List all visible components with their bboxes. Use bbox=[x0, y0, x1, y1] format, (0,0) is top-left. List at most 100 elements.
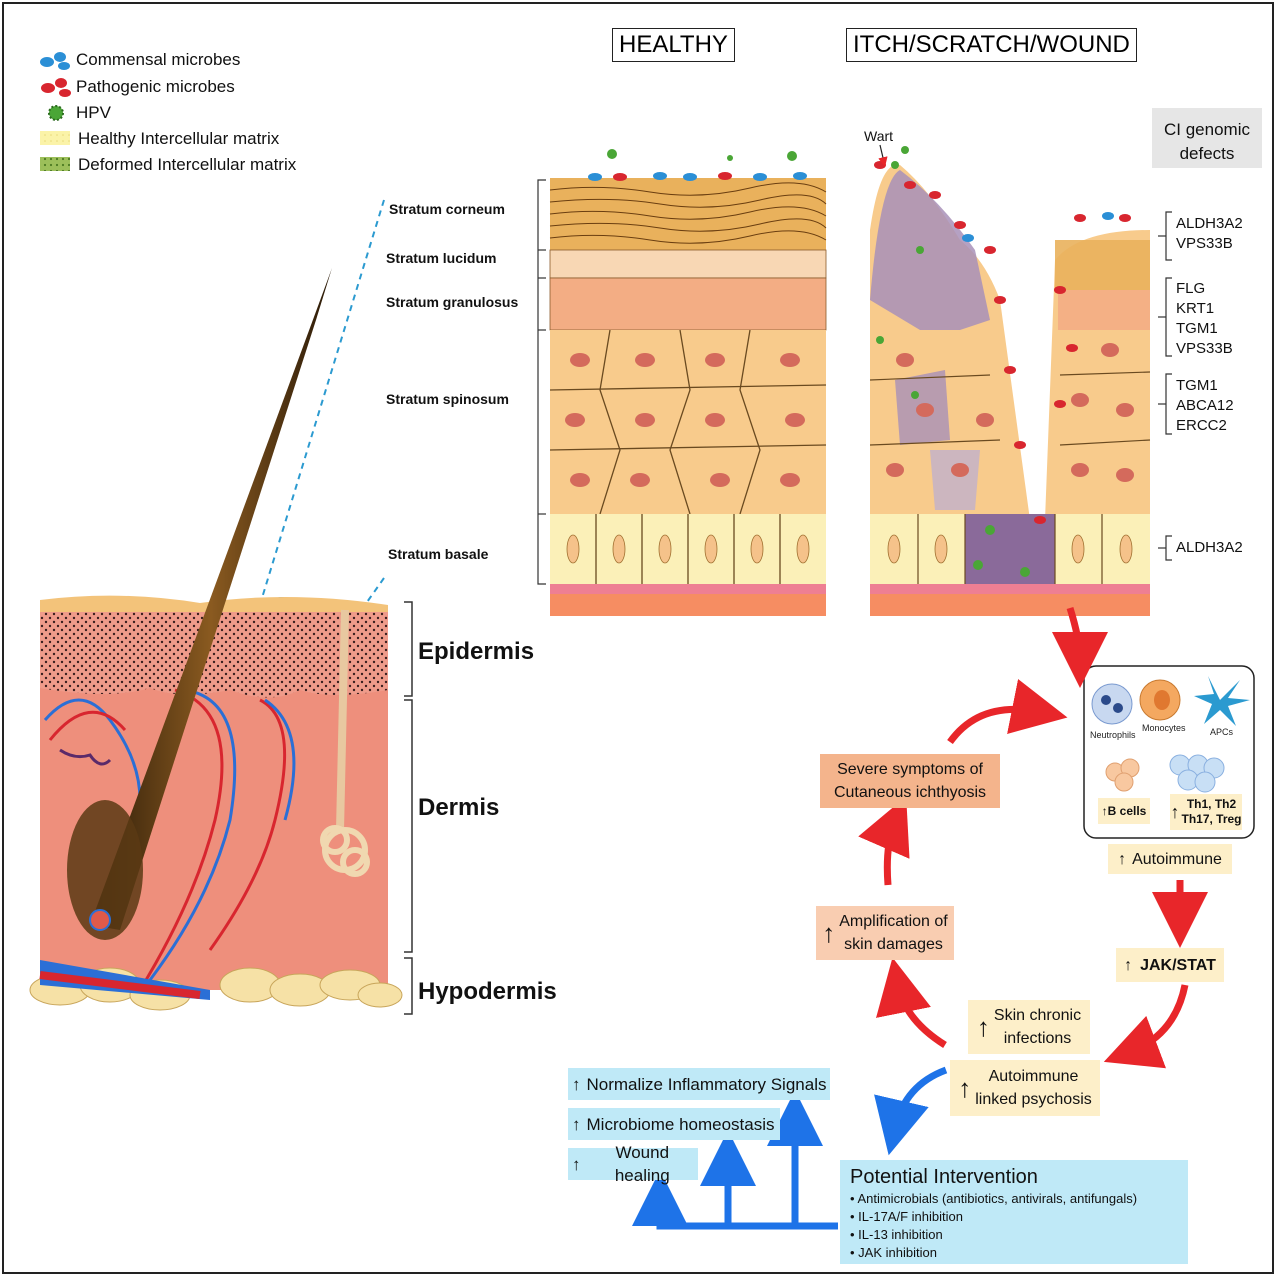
label-dermis: Dermis bbox=[418, 794, 500, 821]
immune-cells bbox=[1091, 676, 1250, 793]
label-neutrophils: Neutrophils bbox=[1090, 730, 1136, 740]
jak-stat-label: JAK/STAT bbox=[1140, 956, 1216, 974]
t-cells-line1: Th1, Th2 bbox=[1186, 797, 1237, 811]
gene-brackets bbox=[1158, 211, 1172, 561]
intervention-item-2: • IL-17A/F inhibition bbox=[850, 1209, 963, 1224]
ci-defects-box bbox=[1152, 108, 1262, 168]
hpv-icon bbox=[48, 105, 64, 121]
b-cells-label: B cells bbox=[1107, 803, 1147, 818]
chronic-infections-box: ↑Skin chronic infections bbox=[968, 1000, 1090, 1054]
t-cell-icon bbox=[1169, 754, 1225, 793]
gene-corneum-1: ALDH3A2 bbox=[1176, 215, 1243, 232]
b-cells-box: ↑B cells bbox=[1098, 798, 1150, 824]
layer-bracket bbox=[537, 179, 546, 585]
sweat-gland bbox=[320, 825, 370, 877]
autoimmune-label: Autoimmune bbox=[1132, 850, 1222, 868]
severe-symptoms-box: Severe symptoms of Cutaneous ichthyosis bbox=[820, 754, 1000, 808]
healthy-surface-microbes bbox=[588, 149, 807, 181]
amplification-box: ↑Amplification of skin damages bbox=[816, 906, 954, 960]
label-stratum-corneum: Stratum corneum bbox=[389, 201, 505, 217]
legend-commensal: Commensal microbes bbox=[76, 50, 241, 69]
gene-spinosum-2: ABCA12 bbox=[1176, 397, 1234, 414]
commensal-microbe-icon bbox=[40, 52, 70, 70]
itch-title: ITCH/SCRATCH/WOUND bbox=[846, 28, 1137, 62]
diseased-epidermis-panel bbox=[869, 144, 1151, 616]
intervention-item-1: • Antimicrobials (antibiotics, antiviral… bbox=[850, 1191, 1138, 1206]
intervention-item-4: • JAK inhibition bbox=[850, 1245, 937, 1260]
neutrophil-icon bbox=[1091, 683, 1133, 725]
label-stratum-basale: Stratum basale bbox=[388, 546, 489, 562]
deformed-matrix-swatch bbox=[40, 157, 70, 171]
red-cycle-arrows bbox=[858, 606, 1208, 1069]
skin-layer-brackets bbox=[404, 601, 413, 1015]
apc-icon bbox=[1194, 676, 1250, 726]
psychosis-box: ↑Autoimmune linked psychosis bbox=[950, 1060, 1100, 1116]
gene-corneum-2: VPS33B bbox=[1176, 235, 1233, 252]
legend-deformed-matrix: Deformed Intercellular matrix bbox=[78, 155, 297, 174]
skin-cross-section bbox=[29, 268, 403, 1011]
intervention-item-1-text: Antimicrobials (antibiotics, antivirals,… bbox=[857, 1191, 1138, 1206]
gene-granulosus-2: KRT1 bbox=[1176, 300, 1215, 317]
autoimmune-box: ↑ Autoimmune bbox=[1108, 844, 1232, 874]
legend-pathogenic: Pathogenic microbes bbox=[76, 77, 235, 96]
wound-healing-box: ↑ Wound healing bbox=[568, 1143, 698, 1185]
healthy-title: HEALTHY bbox=[612, 28, 735, 62]
label-stratum-spinosum: Stratum spinosum bbox=[386, 391, 509, 407]
chronic-infections-label: Skin chronic infections bbox=[993, 1007, 1082, 1047]
microbiome-box: ↑Microbiome homeostasis bbox=[568, 1108, 780, 1140]
up-arrow-icon: ↑ bbox=[572, 1114, 581, 1134]
ci-defects-label: CI genomic defects bbox=[1164, 120, 1250, 163]
legend-healthy-matrix: Healthy Intercellular matrix bbox=[78, 129, 280, 148]
label-apcs: APCs bbox=[1210, 727, 1234, 737]
gene-spinosum-3: ERCC2 bbox=[1176, 417, 1227, 434]
hair-shaft bbox=[90, 268, 332, 930]
label-stratum-granulosus: Stratum granulosus bbox=[386, 294, 519, 310]
intervention-item-3: • IL-13 inhibition bbox=[850, 1227, 943, 1242]
legend-icons bbox=[40, 52, 71, 171]
gene-granulosus-1: FLG bbox=[1176, 280, 1206, 297]
up-arrow-icon: ↑ bbox=[1101, 803, 1108, 818]
up-arrow-icon: ↑ bbox=[1118, 850, 1127, 868]
hair-follicle bbox=[67, 800, 143, 940]
up-arrow-icon: ↑ bbox=[572, 1074, 581, 1094]
blue-arrows bbox=[632, 1066, 948, 1230]
intervention-item-4-text: JAK inhibition bbox=[858, 1245, 937, 1260]
normalize-label: Normalize Inflammatory Signals bbox=[586, 1074, 827, 1094]
normalize-box: ↑Normalize Inflammatory Signals bbox=[568, 1068, 830, 1100]
gene-spinosum-1: TGM1 bbox=[1176, 377, 1218, 394]
legend-hpv: HPV bbox=[76, 103, 111, 122]
label-monocytes: Monocytes bbox=[1142, 723, 1186, 733]
healthy-matrix-swatch bbox=[40, 131, 70, 145]
up-arrow-icon: ↑ bbox=[1170, 801, 1180, 822]
intervention-box: Potential Intervention • Antimicrobials … bbox=[840, 1160, 1188, 1264]
b-cell-icon bbox=[1105, 758, 1140, 792]
jak-stat-box: ↑ JAK/STAT bbox=[1116, 948, 1224, 982]
wound-healing-label: Wound healing bbox=[614, 1143, 670, 1185]
diseased-microbes bbox=[874, 146, 1131, 577]
healthy-epidermis-panel bbox=[549, 149, 827, 616]
label-epidermis: Epidermis bbox=[418, 638, 535, 665]
intervention-item-2-text: IL-17A/F inhibition bbox=[858, 1209, 963, 1224]
up-arrow-icon: ↑ bbox=[822, 917, 836, 948]
label-stratum-lucidum: Stratum lucidum bbox=[386, 250, 497, 266]
t-cells-line2: Th17, Treg bbox=[1181, 812, 1242, 826]
amplification-label: Amplification of skin damages bbox=[839, 913, 948, 953]
wart-label: Wart bbox=[864, 128, 894, 144]
microbiome-label: Microbiome homeostasis bbox=[586, 1114, 775, 1134]
intervention-title: Potential Intervention bbox=[850, 1166, 1038, 1188]
up-arrow-icon: ↑ bbox=[1124, 956, 1133, 974]
gene-basale-1: ALDH3A2 bbox=[1176, 539, 1243, 556]
up-arrow-icon: ↑ bbox=[958, 1072, 972, 1103]
psychosis-label: Autoimmune linked psychosis bbox=[975, 1068, 1092, 1108]
label-hypodermis: Hypodermis bbox=[418, 978, 557, 1005]
gene-granulosus-3: TGM1 bbox=[1176, 320, 1218, 337]
up-arrow-icon: ↑ bbox=[976, 1011, 990, 1042]
intervention-item-3-text: IL-13 inhibition bbox=[858, 1227, 943, 1242]
pathogenic-microbe-icon bbox=[41, 78, 71, 97]
gene-granulosus-4: VPS33B bbox=[1176, 340, 1233, 357]
up-arrow-icon: ↑ bbox=[572, 1154, 581, 1174]
